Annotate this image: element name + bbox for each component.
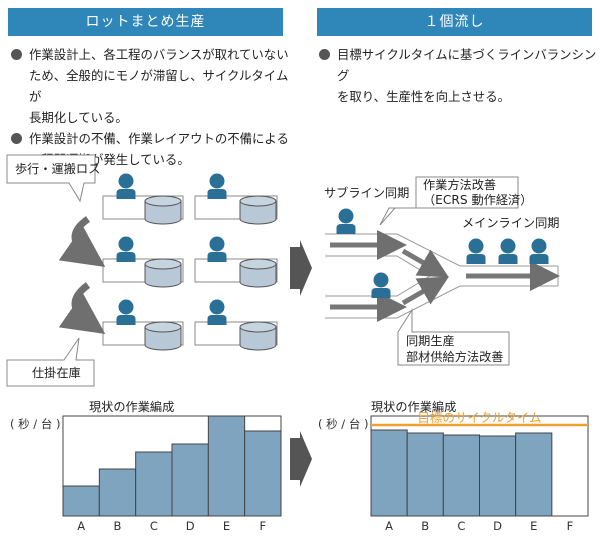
station-d — [194, 173, 278, 225]
callout-walk-loss — [6, 154, 96, 203]
right-bar-c — [442, 434, 481, 517]
right-chart-title: 現状の作業編成 — [371, 400, 457, 414]
right-bullet-1: 目標サイクルタイムに基づくラインバランシング を取り、生産性を向上させる。 — [318, 44, 600, 107]
right-tick-e: E — [530, 519, 537, 533]
left-bar-a — [62, 485, 100, 517]
left-chart-title: 現状の作業編成 — [89, 400, 175, 414]
left-tick-c: C — [150, 519, 158, 533]
walk-loss-label: 歩行・運搬ロス — [15, 162, 101, 176]
left-chart: A B C D E F — [62, 415, 282, 533]
transition-arrow-bottom — [290, 431, 312, 487]
curved-arrow-bottom — [58, 282, 106, 334]
left-bar-d — [171, 443, 209, 517]
sync-production-label: 同期生産 部材供給方法改善 — [406, 333, 504, 365]
sync-production-line2: 部材供給方法改善 — [406, 350, 504, 364]
station-e — [194, 236, 278, 288]
sub-line-sync-label: サブライン同期 — [324, 186, 410, 200]
left-bar-c — [135, 451, 173, 517]
method-improve-label: 作業方法改善 （ECRS 動作経済） — [423, 178, 532, 208]
left-y-unit: ( 秒 / 台 ) — [10, 417, 61, 431]
station-b — [102, 236, 184, 288]
flow-arrows — [330, 230, 560, 322]
sync-production-line1: 同期生産 — [406, 334, 455, 348]
right-bar-d — [479, 435, 517, 517]
callout-method-improve — [379, 176, 519, 226]
left-plot-frame — [62, 415, 282, 517]
wip-label: 仕掛在庫 — [32, 366, 81, 380]
right-tick-c: C — [457, 519, 465, 533]
right-tick-f: F — [567, 519, 574, 533]
left-tick-f: F — [260, 519, 267, 533]
left-tick-a: A — [77, 519, 85, 533]
left-bullet-1: 作業設計上、各工程のバランスが取れていない ため、全般的にモノが滞留し、サイクル… — [10, 44, 295, 128]
station-f — [194, 299, 278, 351]
curved-arrow-top — [58, 216, 106, 267]
right-header: １個流し — [317, 8, 592, 36]
left-header: ロットまとめ生産 — [8, 8, 283, 36]
station-a — [102, 173, 184, 225]
right-tick-a: A — [385, 519, 393, 533]
left-tick-b: B — [114, 519, 122, 533]
left-tick-e: E — [223, 519, 230, 533]
transition-arrow-top — [290, 240, 312, 296]
right-tick-d: D — [493, 519, 502, 533]
target-cycle-label: 目標のサイクルタイム — [417, 410, 541, 425]
left-bar-e — [207, 415, 246, 517]
left-bar-b — [98, 468, 137, 517]
left-tick-d: D — [186, 519, 195, 533]
right-bullet-list: 目標サイクルタイムに基づくラインバランシング を取り、生産性を向上させる。 — [318, 44, 600, 107]
method-improve-line1: 作業方法改善 — [423, 178, 497, 192]
right-chart: A B C D E F 目標のサイクルタイム — [370, 410, 589, 533]
left-bar-f — [244, 430, 282, 517]
right-bar-a — [370, 429, 408, 517]
right-plot-frame — [370, 415, 589, 517]
callout-sync-production — [397, 308, 510, 366]
method-improve-line2: （ECRS 動作経済） — [423, 193, 533, 207]
station-c — [102, 299, 184, 351]
right-y-unit: ( 秒 / 台 ) — [318, 417, 369, 431]
right-tick-b: B — [421, 519, 429, 533]
right-bar-e — [515, 432, 553, 517]
right-bar-b — [406, 432, 444, 517]
callout-wip — [6, 337, 95, 387]
left-bullet-list: 作業設計上、各工程のバランスが取れていない ため、全般的にモノが滞留し、サイクル… — [10, 44, 295, 170]
main-line-sync-label: メインライン同期 — [462, 216, 560, 230]
